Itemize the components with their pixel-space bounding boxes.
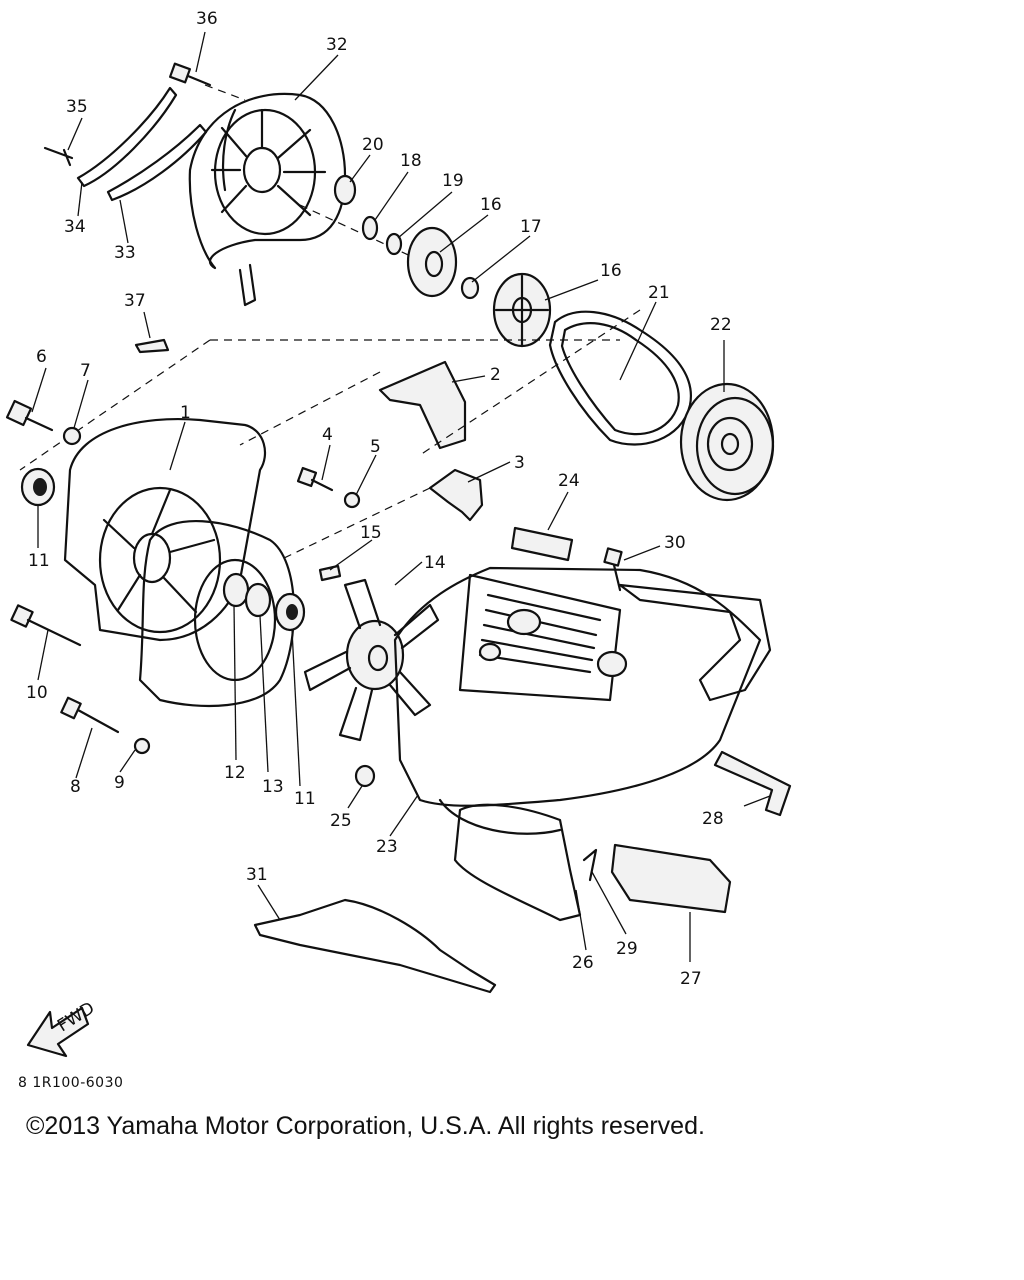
washer-18 [361,215,379,241]
fwd-arrow-icon: FWD [26,998,98,1058]
sheave-16-rear [492,272,552,348]
pad-27 [610,843,732,914]
copyright-notice: ©2013 Yamaha Motor Corporation, U.S.A. A… [26,1112,705,1140]
bolt-36 [168,62,212,87]
grommet-25 [354,764,376,788]
tag-37 [134,338,170,354]
belt-21 [548,310,692,446]
washer-19 [385,232,403,256]
shroud-23 [393,566,772,835]
fan-14 [303,578,440,742]
duct-2 [378,360,467,450]
callout-30: 30 [664,533,686,553]
handle-28 [713,750,792,817]
pulley-cover-32 [188,92,347,307]
clip-29 [582,848,598,882]
callout-24: 24 [558,471,580,491]
washer-5 [343,491,361,509]
pulley-22 [679,382,775,502]
bolt-8 [60,696,120,734]
bolt-6 [5,399,54,432]
callout-13: 13 [262,777,284,797]
seal-11-left [20,467,56,507]
seal-11-right [274,592,306,632]
emblem-24 [510,526,574,562]
callout-25: 25 [330,811,352,831]
callout-9: 9 [114,773,125,793]
washer-9 [133,737,151,755]
callout-33: 33 [114,243,136,263]
callout-36: 36 [196,9,218,29]
callout-27: 27 [680,969,702,989]
strip-34 [76,86,178,188]
callout-14: 14 [424,553,446,573]
callout-28: 28 [702,809,724,829]
callout-35: 35 [66,97,88,117]
bearing-13 [244,582,272,618]
callout-1: 1 [180,403,191,423]
callout-37: 37 [124,291,146,311]
callout-numbers: 36 32 35 20 18 19 16 17 16 34 33 21 22 3… [26,9,732,989]
fan-housing-1 [63,418,267,642]
callout-4: 4 [322,425,333,445]
callout-6: 6 [36,347,47,367]
bolt-30 [603,547,623,592]
plate-26 [453,803,582,922]
spacer-20 [333,174,357,206]
callout-23: 23 [376,837,398,857]
pin-35 [43,146,74,167]
callout-17: 17 [520,217,542,237]
guard-31 [253,898,497,994]
fan-case [138,520,296,708]
callout-10: 10 [26,683,48,703]
exploded-parts-diagram: FWD [5,9,792,1058]
key-15 [318,564,342,582]
callout-21: 21 [648,283,670,303]
callout-11a: 11 [28,551,50,571]
callout-16b: 16 [600,261,622,281]
callout-22: 22 [710,315,732,335]
bolt-4 [296,466,334,492]
sheave-16-front [406,226,458,298]
callout-31: 31 [246,865,268,885]
washer-7 [62,426,82,446]
callout-18: 18 [400,151,422,171]
callout-11b: 11 [294,789,316,809]
callout-3: 3 [514,453,525,473]
callout-26: 26 [572,953,594,973]
leader-lines [31,31,771,962]
callout-29: 29 [616,939,638,959]
callout-2: 2 [490,365,501,385]
bolt-10 [10,604,82,647]
callout-16a: 16 [480,195,502,215]
callout-8: 8 [70,777,81,797]
callout-20: 20 [362,135,384,155]
callout-12: 12 [224,763,246,783]
strip-33 [106,123,208,202]
callout-15: 15 [360,523,382,543]
callout-34: 34 [64,217,86,237]
bracket-3 [428,468,484,522]
callout-19: 19 [442,171,464,191]
callout-7: 7 [80,361,91,381]
circlip-12 [222,572,250,608]
callout-5: 5 [370,437,381,457]
washer-17 [460,276,480,300]
callout-32: 32 [326,35,348,55]
diagram-code: 8 1R100-6030 [18,1075,124,1091]
